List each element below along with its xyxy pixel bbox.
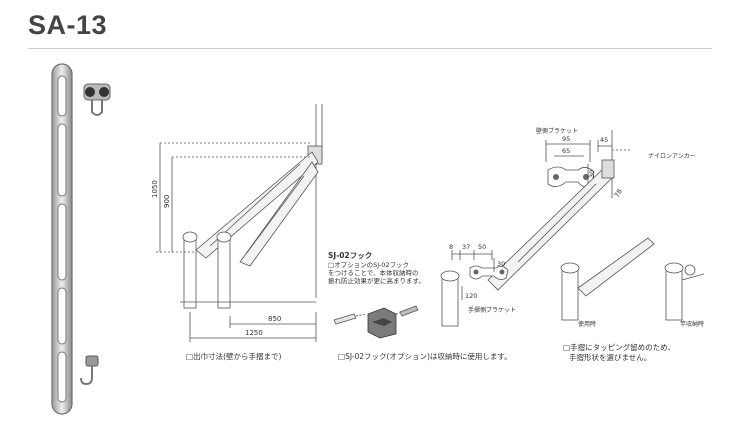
dim-120: 120 [465,292,477,300]
figure3-caption-2: 手摺形状を選びません。 [569,352,651,362]
dim-45: 45 [600,136,608,144]
figure1-projection-drawing [156,104,323,342]
dim-30-bottom: 30 [497,260,505,268]
dim-width-inner: 850 [268,315,281,323]
label-rail-bracket: 手摺側ブラケット [468,306,516,314]
dim-height-total: 1050 [151,180,159,198]
figure2-caption: □SJ-02フック(オプション)は収納時に使用します。 [338,351,512,361]
dim-37: 37 [462,243,470,251]
dim-50: 50 [478,243,486,251]
dim-65: 65 [562,147,570,155]
hook-note-3: 振れ防止効果が更に高まります。 [328,276,425,285]
product-title: SA-13 [28,10,108,40]
dim-78: 78 [613,188,624,199]
hook-heading: SJ-02フック [328,250,372,260]
label-nylon-anchor: ナイロンアンカー [648,153,696,160]
label-in-use: 使用時 [578,320,596,328]
hook-image [80,355,99,386]
hook-part-drawing [333,305,419,339]
dim-height-inner: 900 [163,195,171,208]
label-stored: 竿収納時 [680,320,704,328]
figure1-caption: □出巾寸法(壁から手摺まで) [186,351,282,361]
label-wall-bracket: 壁側ブラケット [536,127,578,135]
figure3-caption-1: □手摺にタッピング留めのため、 [563,342,675,352]
hook-note-2: をつけることで、本体収納時の [328,268,419,277]
dim-95: 95 [562,135,570,143]
dim-width-total: 1250 [245,329,263,337]
arm-product-image [51,63,73,415]
wall-bracket-image [83,83,111,116]
dim-30-top: 30 [588,170,596,178]
dim-8: 8 [449,243,453,251]
figure3-bracket-drawing [440,130,705,327]
title-divider [28,48,712,49]
hook-note-1: □オプションのSJ-02フック [328,261,409,269]
